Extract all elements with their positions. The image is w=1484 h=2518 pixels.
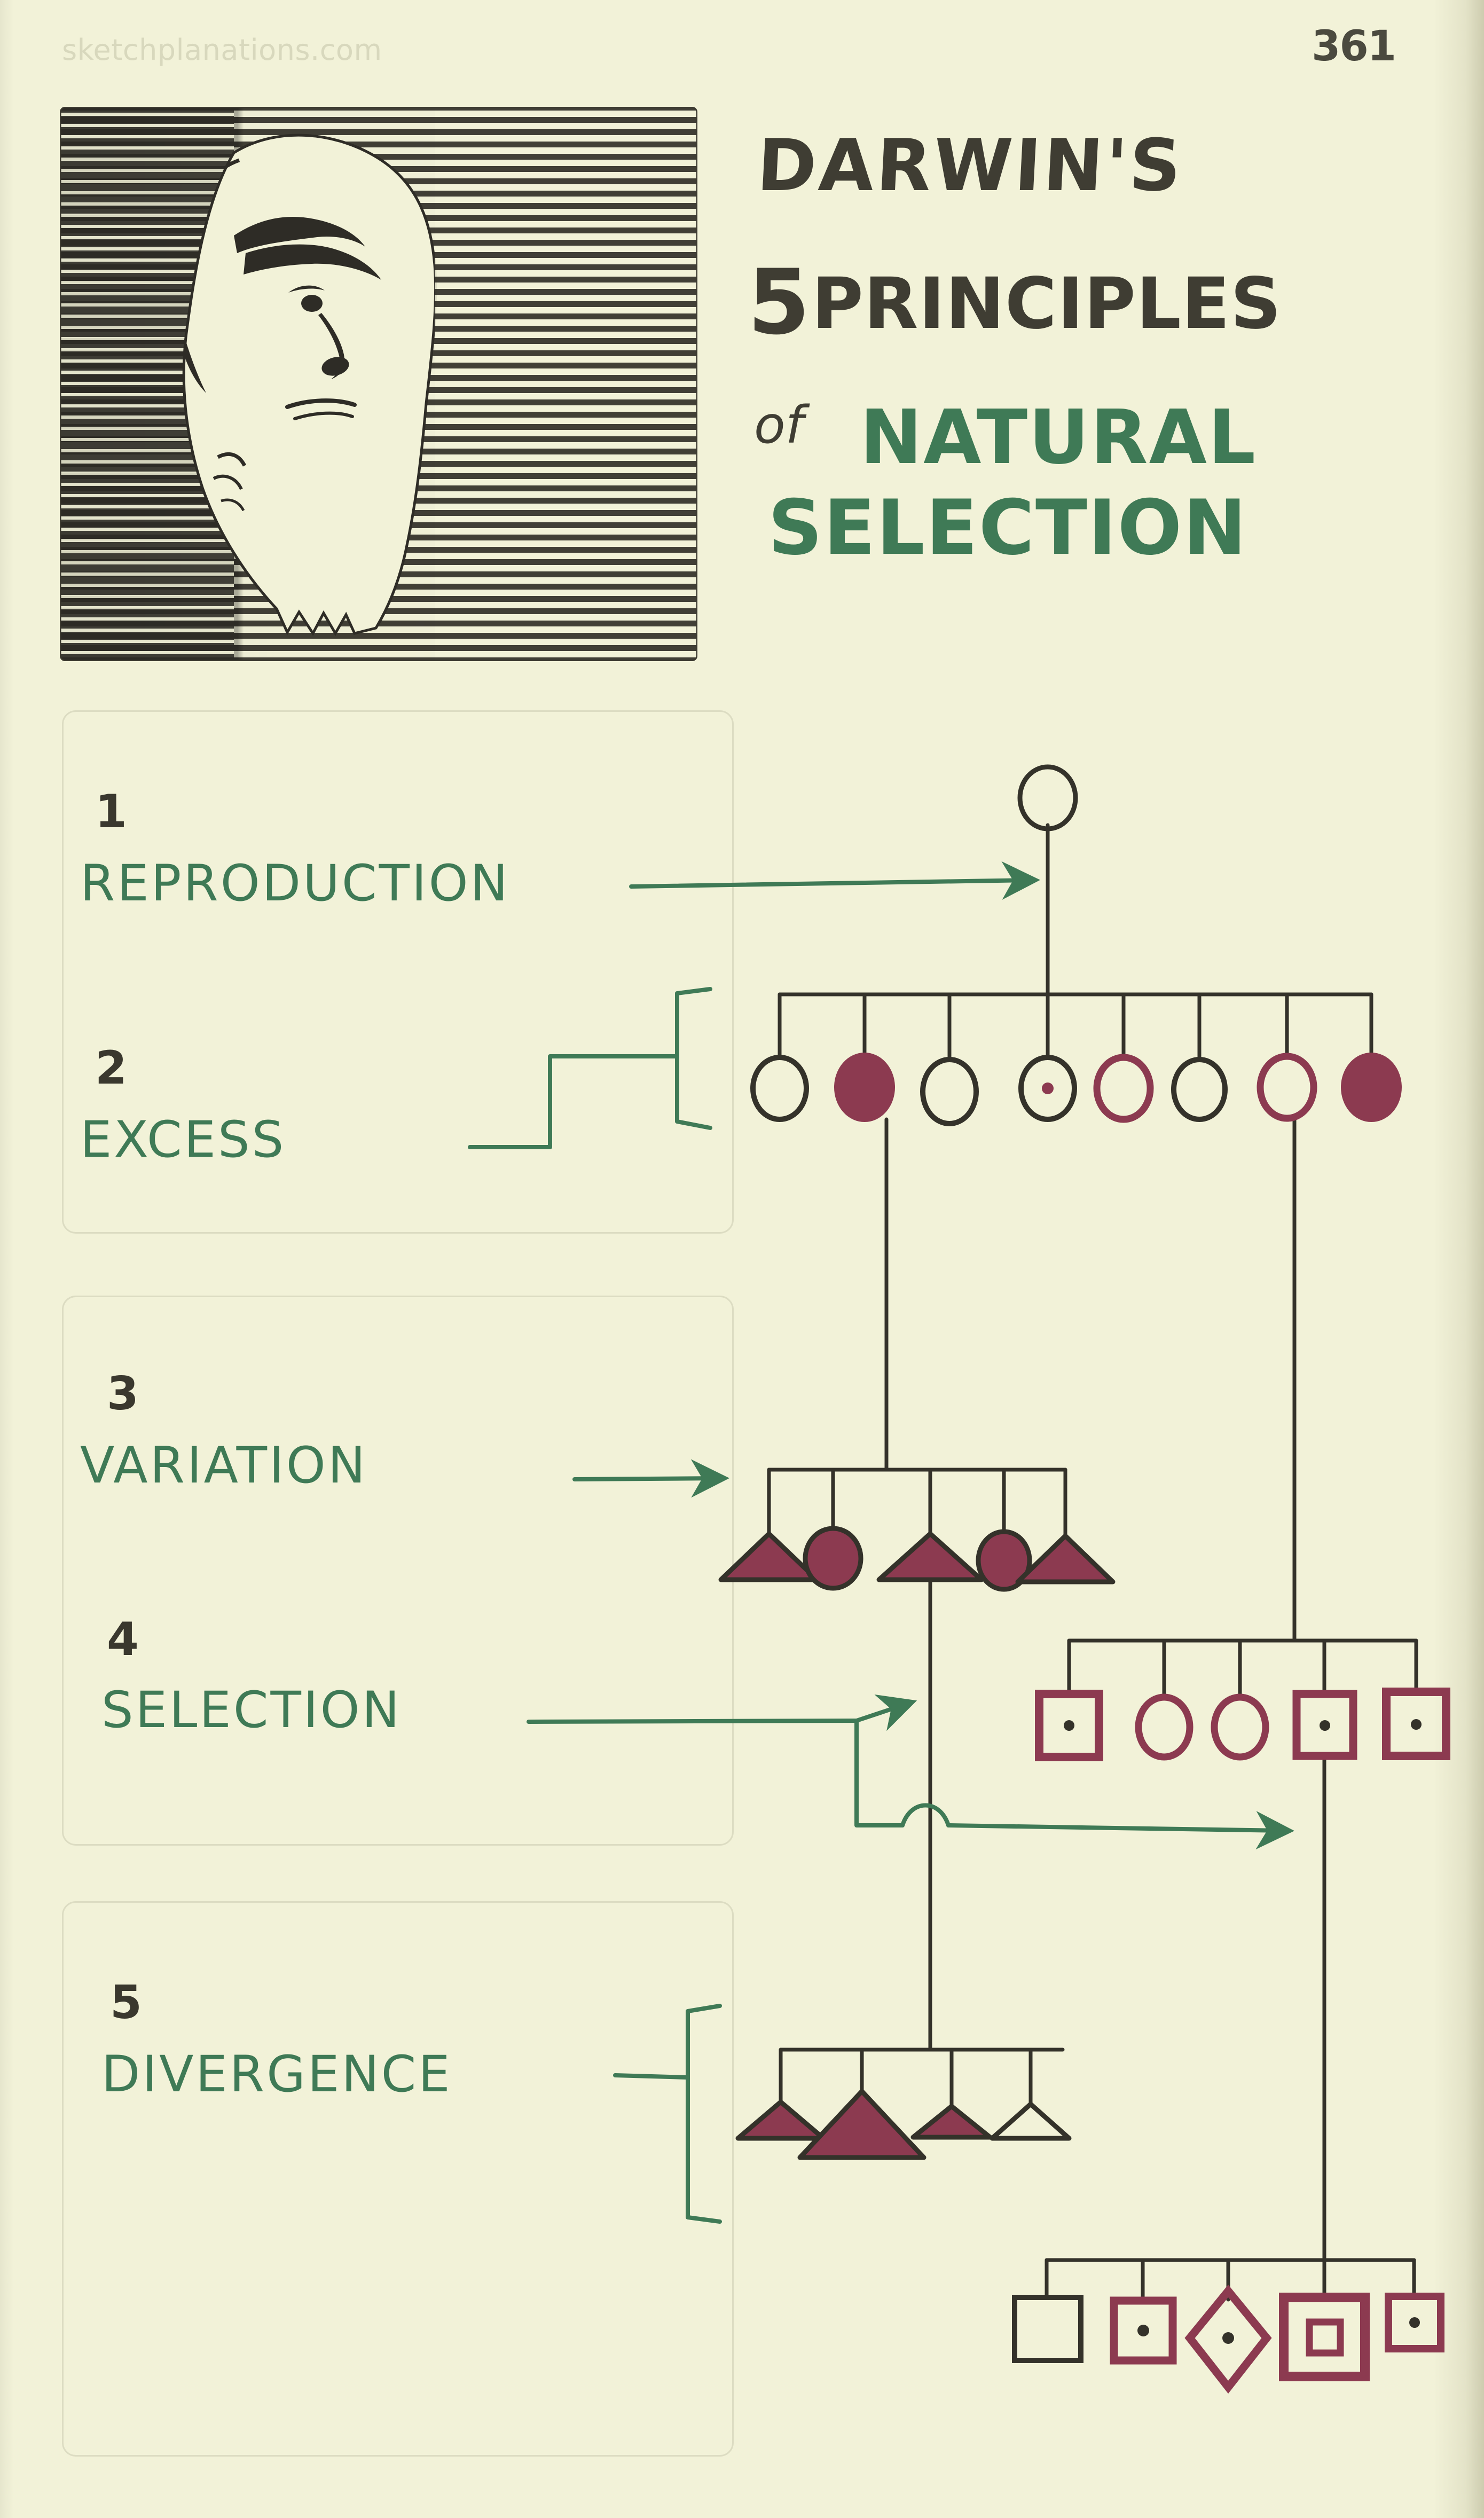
gen1-symbol-6 xyxy=(1171,1057,1228,1122)
generation-2-right-symbols xyxy=(1035,1688,1450,1761)
gen3l-symbol-2-triangle xyxy=(797,2089,926,2160)
heading-natural: NATURAL xyxy=(860,394,1257,481)
heading-principles: PRINCIPLES xyxy=(812,263,1282,345)
principle-label-variation: VARIATION xyxy=(80,1437,368,1495)
generation-1-symbols xyxy=(750,1053,1402,1126)
gen2l-symbol-5-triangle xyxy=(1015,1533,1116,1584)
principle-number-2: 2 xyxy=(95,1041,127,1095)
gen2r-symbol-3-circle xyxy=(1211,1693,1269,1761)
principle-number-4: 4 xyxy=(107,1613,139,1666)
connector-divergence xyxy=(613,2004,722,2224)
gen2r-symbol-1-square xyxy=(1035,1690,1103,1761)
heading-selection: SELECTION xyxy=(768,484,1248,572)
gen3l-symbol-1-triangle xyxy=(735,2099,826,2141)
tree-lines xyxy=(767,823,1418,2303)
gen1-symbol-4 xyxy=(1018,1055,1077,1122)
gen2l-symbol-3-triangle xyxy=(876,1531,984,1582)
gen1-symbol-1 xyxy=(750,1055,809,1122)
gen2l-symbol-1-triangle xyxy=(718,1531,820,1582)
gen1-symbol-7 xyxy=(1257,1053,1317,1122)
gen2r-symbol-4-square xyxy=(1292,1690,1357,1760)
gen2r-symbol-5-square xyxy=(1382,1688,1450,1760)
principle-label-selection: SELECTION xyxy=(101,1681,402,1739)
gen3r-symbol-4-square xyxy=(1279,2293,1370,2381)
principle-number-5: 5 xyxy=(110,1976,142,2029)
gen2r-symbol-2-circle xyxy=(1135,1693,1194,1761)
principle-box-3 xyxy=(62,1901,734,2457)
site-watermark: sketchplanations.com xyxy=(62,33,382,67)
darwin-portrait xyxy=(58,105,700,663)
gen1-symbol-4-dot xyxy=(1042,1082,1054,1094)
ancestor-symbol xyxy=(1017,764,1078,832)
gen1-symbol-8 xyxy=(1341,1053,1402,1122)
generation-2-left-symbols xyxy=(718,1526,1116,1592)
gen1-symbol-2 xyxy=(834,1053,895,1122)
generation-3-left-symbols xyxy=(735,2089,1072,2160)
principle-number-3: 3 xyxy=(107,1367,139,1421)
principle-label-reproduction: REPRODUCTION xyxy=(80,854,510,913)
gen3l-symbol-3-triangle xyxy=(910,2104,993,2140)
heading-of: of xyxy=(754,395,804,455)
gen2l-symbol-4-circle xyxy=(976,1529,1032,1592)
principle-box-1 xyxy=(62,710,734,1234)
heading-numeral-5: 5 xyxy=(748,250,810,355)
generation-3-right-symbols xyxy=(1012,2285,1444,2394)
gen3r-symbol-2-square xyxy=(1110,2296,1177,2365)
gen3r-symbol-1-square xyxy=(1012,2295,1083,2363)
gen2l-symbol-2-circle xyxy=(803,1526,863,1591)
connector-variation xyxy=(572,1459,729,1498)
gen3r-symbol-5-square xyxy=(1385,2293,1444,2352)
principle-number-1: 1 xyxy=(95,785,127,838)
connector-excess xyxy=(468,987,712,1149)
gen1-symbol-5 xyxy=(1093,1054,1154,1123)
gen1-symbol-3 xyxy=(920,1057,979,1126)
connector-reproduction xyxy=(629,861,1040,900)
connector-selection xyxy=(527,1694,1294,1850)
principle-label-divergence: DIVERGENCE xyxy=(101,2045,452,2104)
gen3r-symbol-3-diamond xyxy=(1184,2285,1272,2394)
gen3l-symbol-4-triangle xyxy=(990,2101,1072,2141)
principle-label-excess: EXCESS xyxy=(80,1111,286,1169)
page-number: 361 xyxy=(1312,22,1396,70)
